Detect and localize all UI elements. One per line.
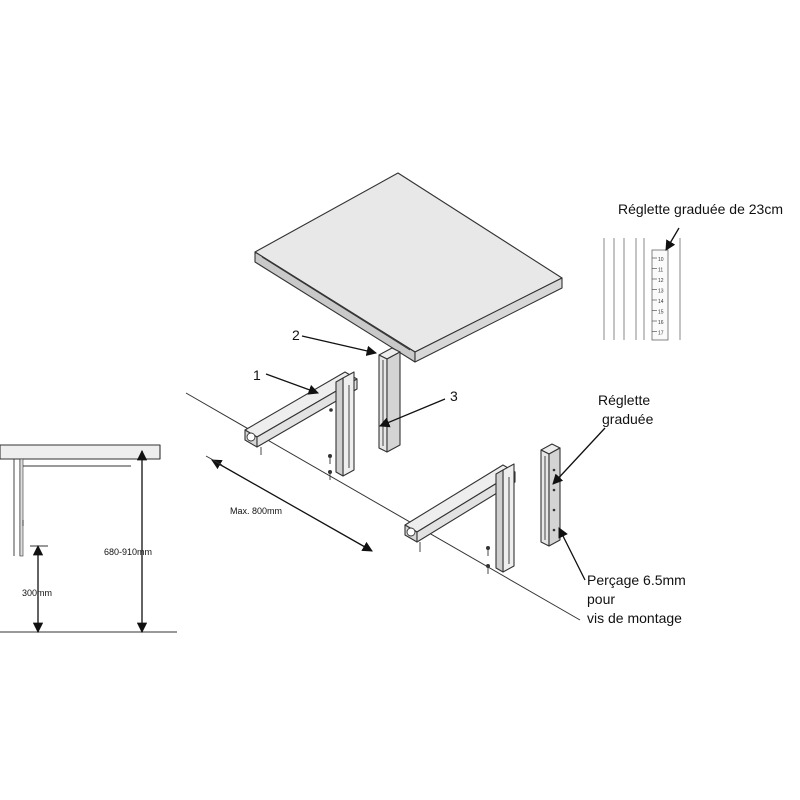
callout-arrow-strip	[552, 427, 606, 485]
bracket-left	[244, 371, 358, 480]
ruler-inset: 10 11 12 13 14 15 16 17	[603, 227, 681, 341]
ruler-label-line2: graduée	[602, 411, 654, 427]
screw	[328, 454, 332, 464]
graduated-strip	[540, 443, 561, 547]
ruler-scale	[651, 249, 669, 341]
ruler-23cm-label: Réglette graduée de 23cm	[618, 201, 783, 217]
vertical-post	[378, 347, 401, 453]
callout-arrow-1	[265, 373, 319, 395]
tabletop	[254, 172, 563, 363]
ruler-tick-label: 11	[658, 268, 663, 274]
ruler-tick-label: 15	[658, 310, 664, 316]
callout-arrow-drill	[558, 527, 586, 581]
drill-label-line3: vis de montage	[587, 610, 682, 626]
callout-arrow-3	[379, 398, 446, 428]
callout-3: 3	[450, 388, 458, 404]
max-span-label: Max. 800mm	[230, 506, 282, 516]
callout-1: 1	[253, 367, 261, 383]
screw	[486, 546, 490, 556]
side-view	[0, 444, 177, 634]
dimension-max-span	[205, 455, 373, 552]
ruler-label-line1: Réglette	[598, 392, 650, 408]
callout-2: 2	[292, 327, 300, 343]
ruler-tick-label: 16	[658, 320, 664, 326]
screw	[486, 564, 490, 574]
drill-label-line1: Perçage 6.5mm	[587, 572, 686, 588]
ruler-tick-label: 12	[658, 278, 664, 284]
ruler-tick-label: 17	[658, 331, 664, 337]
callout-arrow-2	[301, 335, 378, 356]
screw	[329, 408, 333, 412]
ruler-tick-label: 10	[658, 257, 664, 263]
bracket-right	[404, 463, 516, 574]
ruler-tick-label: 14	[658, 299, 664, 305]
ruler-tick-label: 13	[658, 289, 664, 295]
drill-label-line2: pour	[587, 591, 615, 607]
bottom-height-label: 300mm	[22, 588, 52, 598]
height-range-label: 680-910mm	[104, 547, 152, 557]
